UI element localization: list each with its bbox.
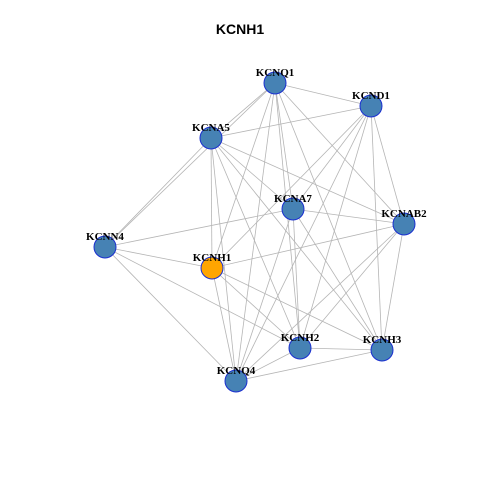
edge-kcna5-kcnh2 <box>210 137 301 349</box>
edge-kcnh1-kcnh2 <box>211 267 301 349</box>
node-label-kcna5: KCNA5 <box>192 122 230 134</box>
edge-kcna5-kcna7 <box>210 137 294 210</box>
edge-layer <box>104 82 405 382</box>
edge-kcnd1-kcnh2 <box>299 105 372 349</box>
edge-kcnab2-kcnh3 <box>381 223 405 351</box>
edge-kcnh2-kcnq4 <box>235 347 301 382</box>
node-kcnq4[interactable] <box>224 369 248 393</box>
edge-kcnab2-kcnh2 <box>299 223 405 349</box>
node-kcnh1[interactable] <box>200 256 224 280</box>
edge-kcnq1-kcnab2 <box>274 82 405 225</box>
edge-kcnq1-kcnn4 <box>104 82 276 248</box>
node-label-kcnh3: KCNH3 <box>363 334 402 346</box>
node-kcnn4[interactable] <box>93 235 117 259</box>
edge-kcnn4-kcnh1 <box>104 246 213 269</box>
node-label-kcnq1: KCNQ1 <box>256 67 295 79</box>
edge-kcnh2-kcnh3 <box>299 347 383 351</box>
node-kcnh2[interactable] <box>288 336 312 360</box>
edge-kcnh1-kcnh3 <box>211 267 383 351</box>
edge-kcnd1-kcnh1 <box>211 105 372 269</box>
edge-kcna7-kcnab2 <box>292 208 405 225</box>
edge-kcnq1-kcnd1 <box>274 82 372 107</box>
edge-kcnn4-kcnq4 <box>104 246 237 382</box>
edge-kcna7-kcnq4 <box>235 208 294 382</box>
edge-kcnq1-kcnq4 <box>235 82 276 382</box>
node-label-kcnab2: KCNAB2 <box>381 208 427 220</box>
node-layer <box>93 71 416 393</box>
node-label-kcnn4: KCNN4 <box>86 231 124 243</box>
graph-title: KCNH1 <box>215 21 265 37</box>
edge-kcnq1-kcnh1 <box>211 82 276 269</box>
edge-kcnab2-kcnq4 <box>235 223 405 382</box>
edge-kcna7-kcnh2 <box>292 208 301 349</box>
edge-kcna7-kcnh3 <box>292 208 383 351</box>
node-label-kcnd1: KCND1 <box>352 90 390 102</box>
node-kcnh3[interactable] <box>370 338 394 362</box>
edge-kcnd1-kcnab2 <box>370 105 405 225</box>
edge-kcnd1-kcna5 <box>210 105 372 139</box>
edge-kcna5-kcnn4 <box>104 137 212 248</box>
edge-kcnab2-kcnh1 <box>211 223 405 269</box>
edge-kcna5-kcnab2 <box>210 137 405 225</box>
edge-kcna5-kcnh1 <box>210 137 213 269</box>
edge-kcnn4-kcnh2 <box>104 246 301 349</box>
edge-kcnd1-kcnh3 <box>370 105 383 351</box>
edge-kcnd1-kcna7 <box>292 105 372 210</box>
label-layer: KCNQ1KCND1KCNA5KCNA7KCNAB2KCNN4KCNH1KCNH… <box>86 67 427 377</box>
edge-kcnh3-kcnq4 <box>235 349 383 382</box>
edge-kcna5-kcnq4 <box>210 137 237 382</box>
node-kcnq1[interactable] <box>263 71 287 95</box>
node-kcna7[interactable] <box>281 197 305 221</box>
edge-kcnh1-kcnq4 <box>211 267 237 382</box>
node-label-kcnh1: KCNH1 <box>193 252 232 264</box>
node-kcnab2[interactable] <box>392 212 416 236</box>
node-label-kcna7: KCNA7 <box>274 193 312 205</box>
edge-kcna7-kcnn4 <box>104 208 294 248</box>
edge-kcnq1-kcna5 <box>210 82 276 139</box>
edge-kcnq1-kcnh3 <box>274 82 383 351</box>
node-label-kcnq4: KCNQ4 <box>217 365 256 377</box>
edge-kcna5-kcnh3 <box>210 137 383 351</box>
edge-kcnd1-kcnq4 <box>235 105 372 382</box>
node-kcna5[interactable] <box>199 126 223 150</box>
node-kcnd1[interactable] <box>359 94 383 118</box>
node-label-kcnh2: KCNH2 <box>281 332 320 344</box>
edge-kcnq1-kcna7 <box>274 82 294 210</box>
